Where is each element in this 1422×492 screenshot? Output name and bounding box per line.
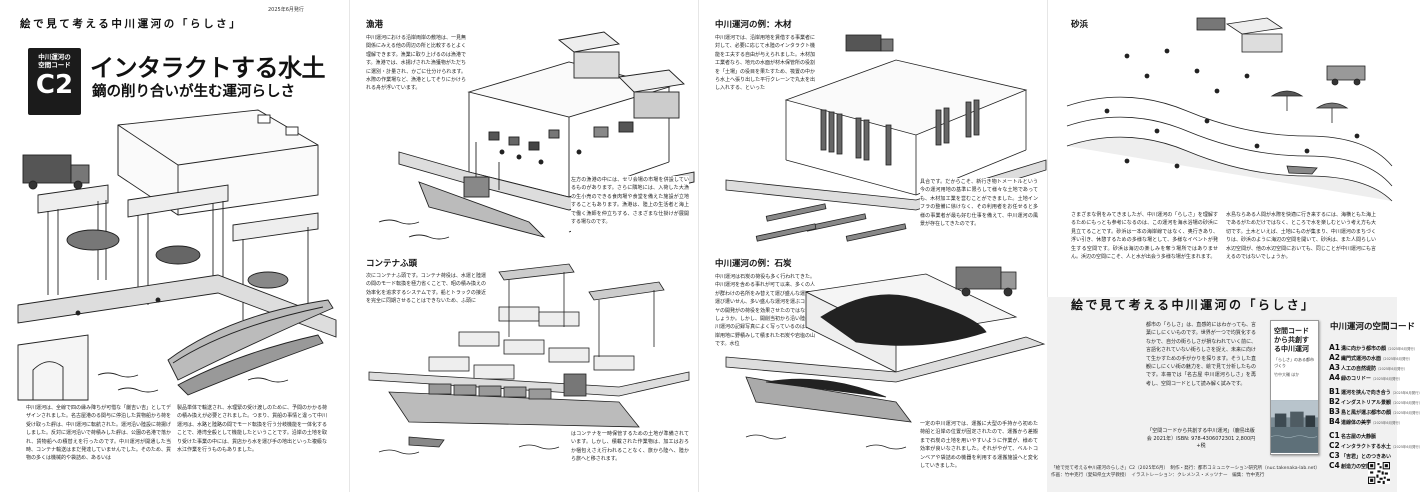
- panel-beach-info: 砂浜: [1047, 0, 1422, 492]
- code-id: B3: [1329, 407, 1340, 416]
- panel-cover: 絵で見て考える中川運河の「らしさ」 2025年6月発行 中川運河の 空間コード …: [0, 0, 349, 492]
- code-list-item: C4創造力の空間: [1329, 453, 1395, 470]
- page-title: インタラクトする水土: [90, 54, 326, 82]
- section-heading-container-terminal: コンテナふ頭: [366, 259, 418, 269]
- section-heading-beach: 砂浜: [1071, 20, 1089, 30]
- coal-text-1: 中川運河は石炭の荷役も多く行われてきた。中川運河を含める事れが可て以来、多くの人…: [715, 274, 816, 348]
- section-heading-coal: 中川運河の例：石炭: [715, 259, 792, 269]
- info-text: 都市の「らしさ」は、直感的にはわかっても、言葉にしにくいものです。世界が一つで均…: [1146, 322, 1256, 387]
- code-list-item: A1溝に向かう都市の顔（2025年6月発行）: [1329, 335, 1417, 352]
- code-id: A2: [1329, 353, 1341, 362]
- book-caption: 「空間コードから共創する中川運河」（鹿島出版会 2021年）ISBN: 978-…: [1146, 428, 1256, 449]
- credits-footer: 「絵で見て考える中川運河のらしさ」C2（2025年6月） 制作・発行：都市コミュ…: [1051, 466, 1320, 478]
- code-name: インダストリアル景観: [1341, 400, 1391, 406]
- code-id: B1: [1329, 387, 1340, 396]
- code-date: （2025年6月発行）: [1390, 401, 1422, 405]
- code-date: （2025年6月発行）: [1390, 391, 1422, 395]
- code-name: 創造力の空間: [1341, 464, 1372, 470]
- container-text-2: はコンテナを一時保管するための土地が準備されています。しかし、積載された作業物は…: [571, 430, 689, 488]
- code-name: 道線体の美学: [1341, 420, 1372, 426]
- code-name: 島と風が運ぶ都市の顔: [1341, 410, 1392, 416]
- code-id: C1: [1329, 431, 1340, 440]
- page-subtitle: 鏑の削り合いが生む運河らしさ: [92, 84, 295, 100]
- beach-illustration: [1066, 16, 1393, 202]
- book-subtitle: 「らしさ」のある都市づくり: [1274, 357, 1314, 368]
- code-name: インタラクトする水土: [1341, 444, 1392, 450]
- code-list: A1溝に向かう都市の顔（2025年6月発行）A2繊門式運河の水面（2025年6月…: [1329, 335, 1422, 470]
- info-box: [1047, 297, 1397, 492]
- issue-date: 2025年6月発行: [268, 7, 304, 13]
- panel-divider: [349, 0, 350, 492]
- series-title: 絵で見て考える中川運河の「らしさ」: [20, 18, 243, 30]
- code-id: C2: [1329, 441, 1340, 450]
- container-text-1: 次にコンテナふ頭です。コンテナ荷役は、水運と陸運の間のモード転換を極力省くことで…: [366, 273, 486, 305]
- container-terminal-illustration: [368, 262, 690, 462]
- code-name: 人工の自然堤防: [1341, 366, 1377, 372]
- qr-code-icon[interactable]: [1368, 462, 1390, 484]
- code-date: （2025年6月発行）: [1371, 421, 1403, 425]
- code-id: B4: [1329, 417, 1340, 426]
- code-name: 運河を挟んで向き合う: [1341, 390, 1391, 396]
- code-list-item: B1運河を挟んで向き合う（2025年6月発行）: [1329, 379, 1422, 396]
- panel-divider: [1047, 0, 1048, 492]
- panel-divider: [698, 0, 699, 492]
- code-list-item: C3「吉君」とのつきあい: [1329, 443, 1395, 460]
- code-name: 名古屋の大静脈: [1341, 434, 1377, 440]
- coal-yard-illustration: [725, 262, 1046, 462]
- book-photo: [1270, 399, 1318, 454]
- code-name: 「吉君」とのつきあい: [1341, 454, 1391, 460]
- beach-text-2: 水島ならある人間が水際を快適に行き来するには、海横ともた海上であるがためだけでは…: [1226, 212, 1377, 261]
- code-id: A4: [1329, 373, 1341, 382]
- code-badge: 中川運河の 空間コード C2: [28, 48, 81, 115]
- code-name: 繊門式運河の水面: [1341, 356, 1382, 362]
- book-title: 空間コードから共創する中川運河: [1274, 327, 1309, 353]
- code-date: （2025年6月発行）: [1376, 367, 1408, 371]
- series-title-repeat: 絵で見て考える中川運河の「らしさ」: [1071, 298, 1316, 312]
- code-list-item: C1名古屋の大静脈: [1329, 423, 1395, 440]
- panel-fishing-container: 漁港 中川運河における沿岸両岸の敷地は、一見無関係にみえる他の周辺の所と比較する…: [349, 0, 698, 492]
- code-list-item: A2繊門式運河の水面（2025年6月発行）: [1329, 345, 1412, 362]
- beach-text-1: さまざまな例をみてきましたが、中川運河の「らしさ」を理解するためにもっとも参考に…: [1071, 212, 1218, 261]
- panel-nakagawa-examples: 中川運河の例：木材 中川運河では、沿岸用地を賃借する事業者に対して、必要に応じて…: [698, 0, 1047, 492]
- code-list-item: A4緑のコリドー（2025年6月発行）: [1329, 365, 1402, 382]
- fishing-text-2: 左方の漁港の中には、セリ会場の市場を併設しているものがあります。さらに隣地には、…: [571, 176, 689, 254]
- code-name: 溝に向かう都市の顔: [1341, 346, 1387, 352]
- code-list-item: B3島と風が運ぶ都市の顔（2025年6月発行）: [1329, 399, 1422, 416]
- book-authors: 竹中大輔 ほか: [1274, 372, 1300, 377]
- cover-body-right: 製品単体で輸送され、水理緊の受け渡しのために、予間のかかる荷の積み換えが必要とさ…: [177, 405, 328, 454]
- code-id: A3: [1329, 363, 1341, 372]
- code-list-item: C2インタラクトする水土（2025年6月発行）: [1329, 433, 1422, 450]
- code-id: C4: [1329, 461, 1340, 470]
- coal-text-2: 一定の中川運河では、運搬に大型の手持から初めた荷船と沿岸の位置が固定されたので、…: [920, 420, 1038, 488]
- code-list-item: B4道線体の美学（2025年6月発行）: [1329, 409, 1402, 426]
- code-label: 中川運河の 空間コード: [38, 53, 71, 69]
- code-date: （2025年6月発行）: [1371, 377, 1403, 381]
- harbor-illustration: [17, 105, 337, 401]
- code-list-title: 中川運河の空間コード: [1330, 322, 1416, 332]
- timber-text-2: 具合です。だからこそ、新行き物トメートルという今の運河用地の基準に限らして様々な…: [920, 178, 1038, 258]
- section-heading-fishing-port: 漁港: [366, 20, 384, 30]
- code-list-item: A3人工の自然堤防（2025年6月発行）: [1329, 355, 1407, 372]
- timber-yard-illustration: [725, 30, 1047, 250]
- code-id: B2: [1329, 397, 1340, 406]
- code-list-item: B2インダストリアル景観（2025年6月発行）: [1329, 389, 1422, 406]
- code-date: （2025年6月発行）: [1391, 411, 1422, 415]
- code-date: （2025年6月発行）: [1391, 445, 1422, 449]
- code-number: C2: [35, 70, 74, 100]
- code-id: C3: [1329, 451, 1340, 460]
- cover-body-left: 中川運河は、全線で四の縁み降ちが可惜な「厳吉い吉」としてデザインされました。名古…: [26, 405, 172, 462]
- code-date: （2025年6月発行）: [1381, 357, 1413, 361]
- code-id: A1: [1329, 343, 1341, 352]
- timber-text-1: 中川運河では、沿岸用地を賃借する事業者に対して、必要に応じて水陸のインタラクト機…: [715, 35, 816, 92]
- section-heading-timber: 中川運河の例：木材: [715, 20, 792, 30]
- code-date: （2025年6月発行）: [1386, 347, 1418, 351]
- code-name: 緑のコリドー: [1341, 376, 1372, 382]
- book-cover[interactable]: 空間コードから共創する中川運河 「らしさ」のある都市づくり 竹中大輔 ほか: [1270, 320, 1319, 455]
- fishing-text-1: 中川運河における沿岸両岸の敷地は、一見無関係にみえる他の周辺の所と比較するとよく…: [366, 35, 467, 92]
